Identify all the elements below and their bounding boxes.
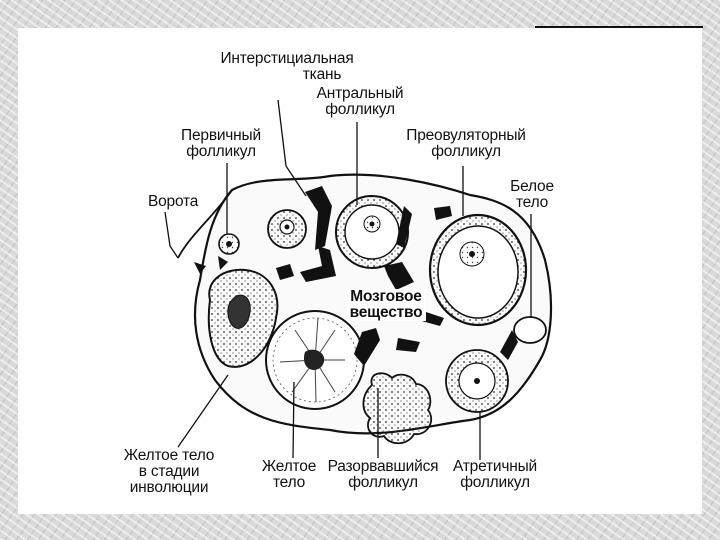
label-antral-follicle: Антральный фолликул — [310, 86, 410, 118]
label-involution-line1: Желтое тело — [123, 447, 215, 464]
label-primary-line1: Первичный — [181, 127, 261, 144]
label-primary-follicle: Первичный фолликул — [176, 128, 266, 160]
antral-follicle — [335, 195, 409, 269]
label-atretic-line1: Атретичный — [452, 458, 537, 475]
label-hilum: Ворота — [148, 194, 218, 210]
label-atretic-line2: фолликул — [460, 474, 530, 491]
label-involuting-corpus-luteum: Желтое тело в стадии инволюции — [114, 448, 224, 496]
secondary-follicle — [267, 209, 307, 249]
label-ruptured-line2: фолликул — [348, 474, 418, 491]
label-yellow-body-line1: Желтое — [261, 458, 317, 475]
label-involution-line2: в стадии — [138, 463, 200, 480]
preovulatory-follicle — [428, 213, 528, 327]
label-medulla: Мозговое вещество — [346, 289, 426, 321]
label-antral-line1: Антральный — [316, 85, 404, 102]
medulla-vessels — [194, 186, 518, 366]
label-interstitial-tissue: Интерстициальная ткань — [212, 51, 362, 83]
label-medulla-line1: Мозговое — [350, 288, 422, 305]
label-atretic-follicle: Атретичный фолликул — [446, 459, 544, 491]
label-white-body-line1: Белое — [510, 178, 554, 195]
header-rule — [535, 26, 703, 28]
atretic-follicle — [445, 349, 509, 413]
white-body — [513, 316, 547, 344]
corpus-luteum — [265, 310, 365, 410]
label-interstitial-line2: ткань — [302, 66, 342, 83]
label-preovulatory-line1: Преовуляторный — [406, 127, 526, 144]
label-preovulatory-line2: фолликул — [431, 143, 501, 160]
leader-lines — [164, 99, 532, 460]
primary-follicle — [218, 233, 240, 255]
label-white-body-line2: тело — [515, 194, 549, 211]
label-white-body: Белое тело — [506, 179, 558, 211]
label-hilum-text: Ворота — [148, 193, 199, 210]
label-preovulatory-follicle: Преовуляторный фолликул — [402, 128, 530, 160]
label-primary-line2: фолликул — [186, 143, 256, 160]
label-corpus-luteum: Желтое тело — [256, 459, 322, 491]
label-ruptured-line1: Разорвавшийся — [327, 458, 439, 475]
label-yellow-body-line2: тело — [272, 474, 306, 491]
label-antral-line2: фолликул — [325, 101, 395, 118]
ruptured-follicle — [362, 372, 433, 445]
label-interstitial-line1: Интерстициальная — [220, 50, 354, 67]
label-ruptured-follicle: Разорвавшийся фолликул — [322, 459, 444, 491]
involuting-corpus-luteum — [207, 268, 279, 368]
label-medulla-line2: вещество — [349, 304, 423, 321]
label-involution-line3: инволюции — [129, 479, 209, 496]
